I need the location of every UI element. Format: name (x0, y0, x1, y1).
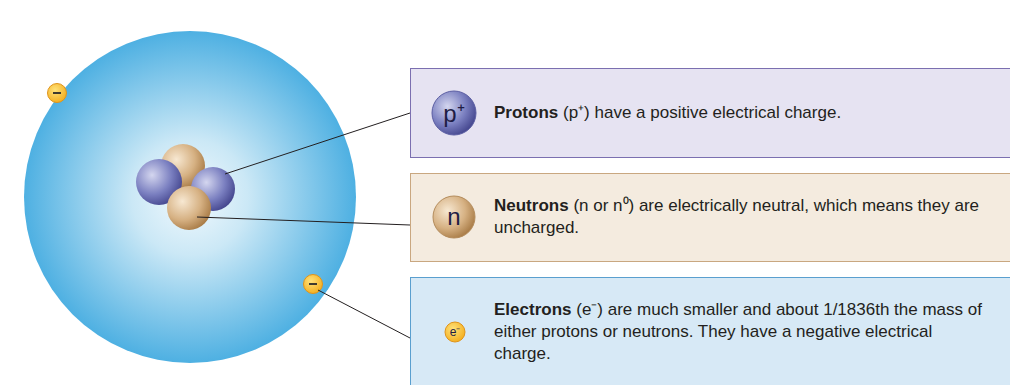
particle-symbol: n (432, 195, 476, 239)
particle-description: (p⁺) have a positive electrical charge. (563, 103, 841, 122)
description: Electrons(e⁻) are much smaller and about… (494, 299, 986, 365)
proton-icon: p⁺ (431, 90, 477, 136)
neutron-icon: n (432, 195, 476, 239)
neutron-box: Neutrons(n or n⁰) are electrically neutr… (410, 173, 1010, 262)
electron-box: Electrons(e⁻) are much smaller and about… (410, 277, 1010, 385)
particle-name: Protons (494, 103, 558, 122)
electron-icon: e⁻ (444, 321, 466, 343)
leader-line (197, 113, 410, 338)
particle-name: Electrons (494, 300, 571, 319)
description: Neutrons(n or n⁰) are electrically neutr… (494, 195, 986, 239)
electron-symbol (48, 84, 67, 103)
description: Protons (p⁺) have a positive electrical c… (494, 102, 986, 124)
electron-cloud (24, 31, 356, 363)
particle-symbol: e⁻ (444, 321, 466, 343)
particle-symbol: p⁺ (431, 90, 477, 136)
proton-box: Protons (p⁺) have a positive electrical c… (410, 68, 1010, 158)
particle-name: Neutrons (494, 196, 569, 215)
neutron-sphere (167, 186, 211, 230)
